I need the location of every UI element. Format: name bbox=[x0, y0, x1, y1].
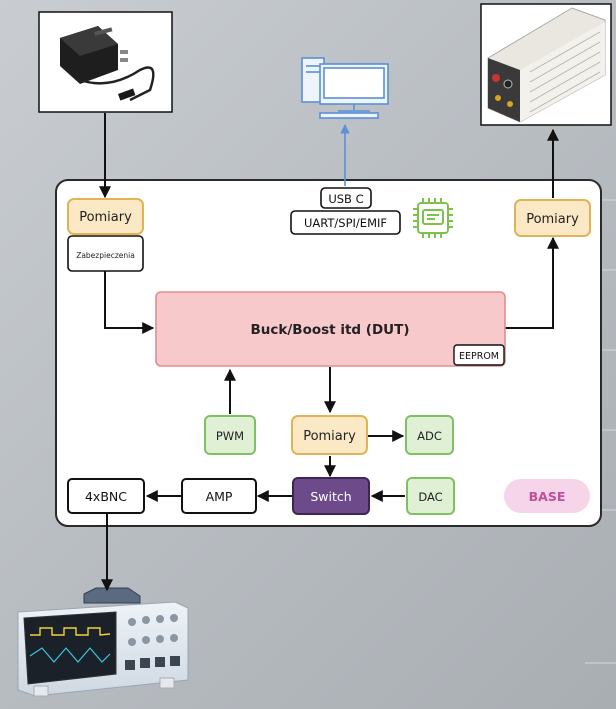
pomiary-input-block: Pomiary bbox=[67, 198, 144, 235]
connections bbox=[99, 113, 559, 592]
usb-block: USB C bbox=[320, 187, 372, 209]
bnc-block: 4xBNC bbox=[67, 478, 145, 514]
oscilloscope-icon bbox=[17, 587, 189, 697]
uart-label: UART/SPI/EMIF bbox=[304, 216, 387, 230]
pwm-block: PWM bbox=[204, 415, 256, 455]
uart-block: UART/SPI/EMIF bbox=[290, 210, 401, 235]
pomiary-middle-block: Pomiary bbox=[291, 415, 368, 455]
base-label: BASE bbox=[529, 489, 566, 504]
pomiary-middle-label: Pomiary bbox=[303, 429, 356, 444]
bnc-label: 4xBNC bbox=[85, 489, 127, 504]
pomiary-output-label: Pomiary bbox=[526, 212, 579, 227]
amp-label: AMP bbox=[206, 489, 233, 504]
adc-block: ADC bbox=[405, 415, 454, 455]
pomiary-output-block: Pomiary bbox=[514, 199, 591, 237]
dut-block: Buck/Boost itd (DUT) bbox=[155, 291, 506, 367]
zabezpieczenia-block: Zabezpieczenia bbox=[67, 235, 144, 272]
eeprom-label: EEPROM bbox=[459, 351, 499, 362]
zabezpieczenia-label: Zabezpieczenia bbox=[76, 251, 135, 260]
power-adapter-icon bbox=[38, 11, 173, 113]
dac-label: DAC bbox=[418, 490, 442, 504]
adc-label: ADC bbox=[417, 429, 442, 443]
dac-block: DAC bbox=[406, 477, 455, 515]
amp-block: AMP bbox=[181, 478, 257, 514]
pomiary-input-label: Pomiary bbox=[79, 210, 132, 225]
switch-block: Switch bbox=[292, 477, 370, 515]
switch-label: Switch bbox=[310, 489, 351, 504]
base-badge: BASE bbox=[504, 479, 590, 513]
dut-label: Buck/Boost itd (DUT) bbox=[250, 322, 409, 338]
electronic-load-icon bbox=[480, 3, 612, 126]
eeprom-block: EEPROM bbox=[453, 344, 505, 366]
pwm-label: PWM bbox=[216, 429, 244, 443]
chip-icon bbox=[413, 198, 453, 238]
usb-label: USB C bbox=[328, 192, 363, 206]
computer-icon bbox=[301, 57, 389, 119]
